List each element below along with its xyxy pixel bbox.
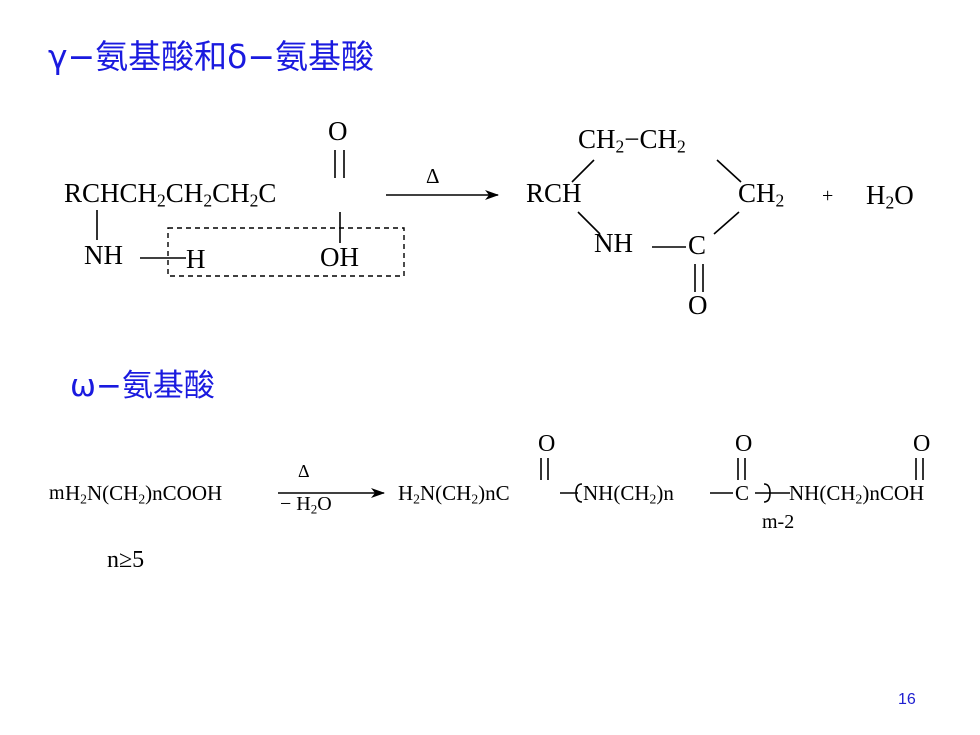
minus-water-label: − H2O [280, 493, 332, 517]
repeat-subscript: m-2 [762, 511, 795, 533]
ring-carbonyl-carbon: C [688, 230, 707, 260]
hydrogen-atom: H [186, 244, 206, 274]
ring-top-ch2-ch2: CH2−CH2 [578, 124, 686, 157]
reactant-coefficient: m [49, 482, 65, 504]
repeat-unit-nh: NH(CH2)n [583, 481, 674, 507]
ring-rch: RCH [526, 178, 582, 208]
page-number: 16 [898, 691, 916, 708]
ring-ch2-right: CH2 [738, 178, 785, 211]
water-product: H2O [866, 180, 914, 213]
hydroxyl-group: OH [320, 242, 359, 272]
ring-bond-c-ch2 [713, 211, 740, 235]
repeat-unit-carbon: C [735, 481, 750, 505]
plus-sign: + [822, 185, 834, 207]
left-bracket [575, 483, 583, 503]
carbonyl-oxygen-2: O [735, 431, 753, 457]
heat-symbol-2: Δ [298, 461, 310, 481]
condition-n: n≥5 [107, 547, 145, 573]
ring-bond-rch-nh [577, 211, 601, 235]
ring-nh: NH [594, 228, 633, 258]
ring-bond-rch-ch2 [571, 159, 595, 183]
dashed-elimination-box [167, 227, 405, 277]
reactant-aminoacid: H2N(CH2)nCOOH [65, 481, 223, 507]
product-end-group: H2N(CH2)nC [398, 481, 510, 507]
right-bracket [763, 483, 771, 503]
ring-carbonyl-oxygen: O [688, 290, 708, 320]
carbonyl-oxygen-3: O [913, 431, 931, 457]
heading-gamma-delta-amino-acid: γ−氨基酸和δ−氨基酸 [48, 37, 375, 76]
amine-group: NH [84, 240, 123, 270]
reactant-chain: RCHCH2CH2CH2C [64, 178, 277, 211]
ring-bond-ch2-ch2 [716, 159, 742, 183]
heat-symbol: Δ [426, 164, 440, 188]
product-carboxyl-end: NH(CH2)nCOH [789, 481, 925, 507]
heading-omega-amino-acid: ω−氨基酸 [70, 368, 215, 404]
carbonyl-oxygen: O [328, 116, 348, 146]
carbonyl-oxygen-1: O [538, 431, 556, 457]
